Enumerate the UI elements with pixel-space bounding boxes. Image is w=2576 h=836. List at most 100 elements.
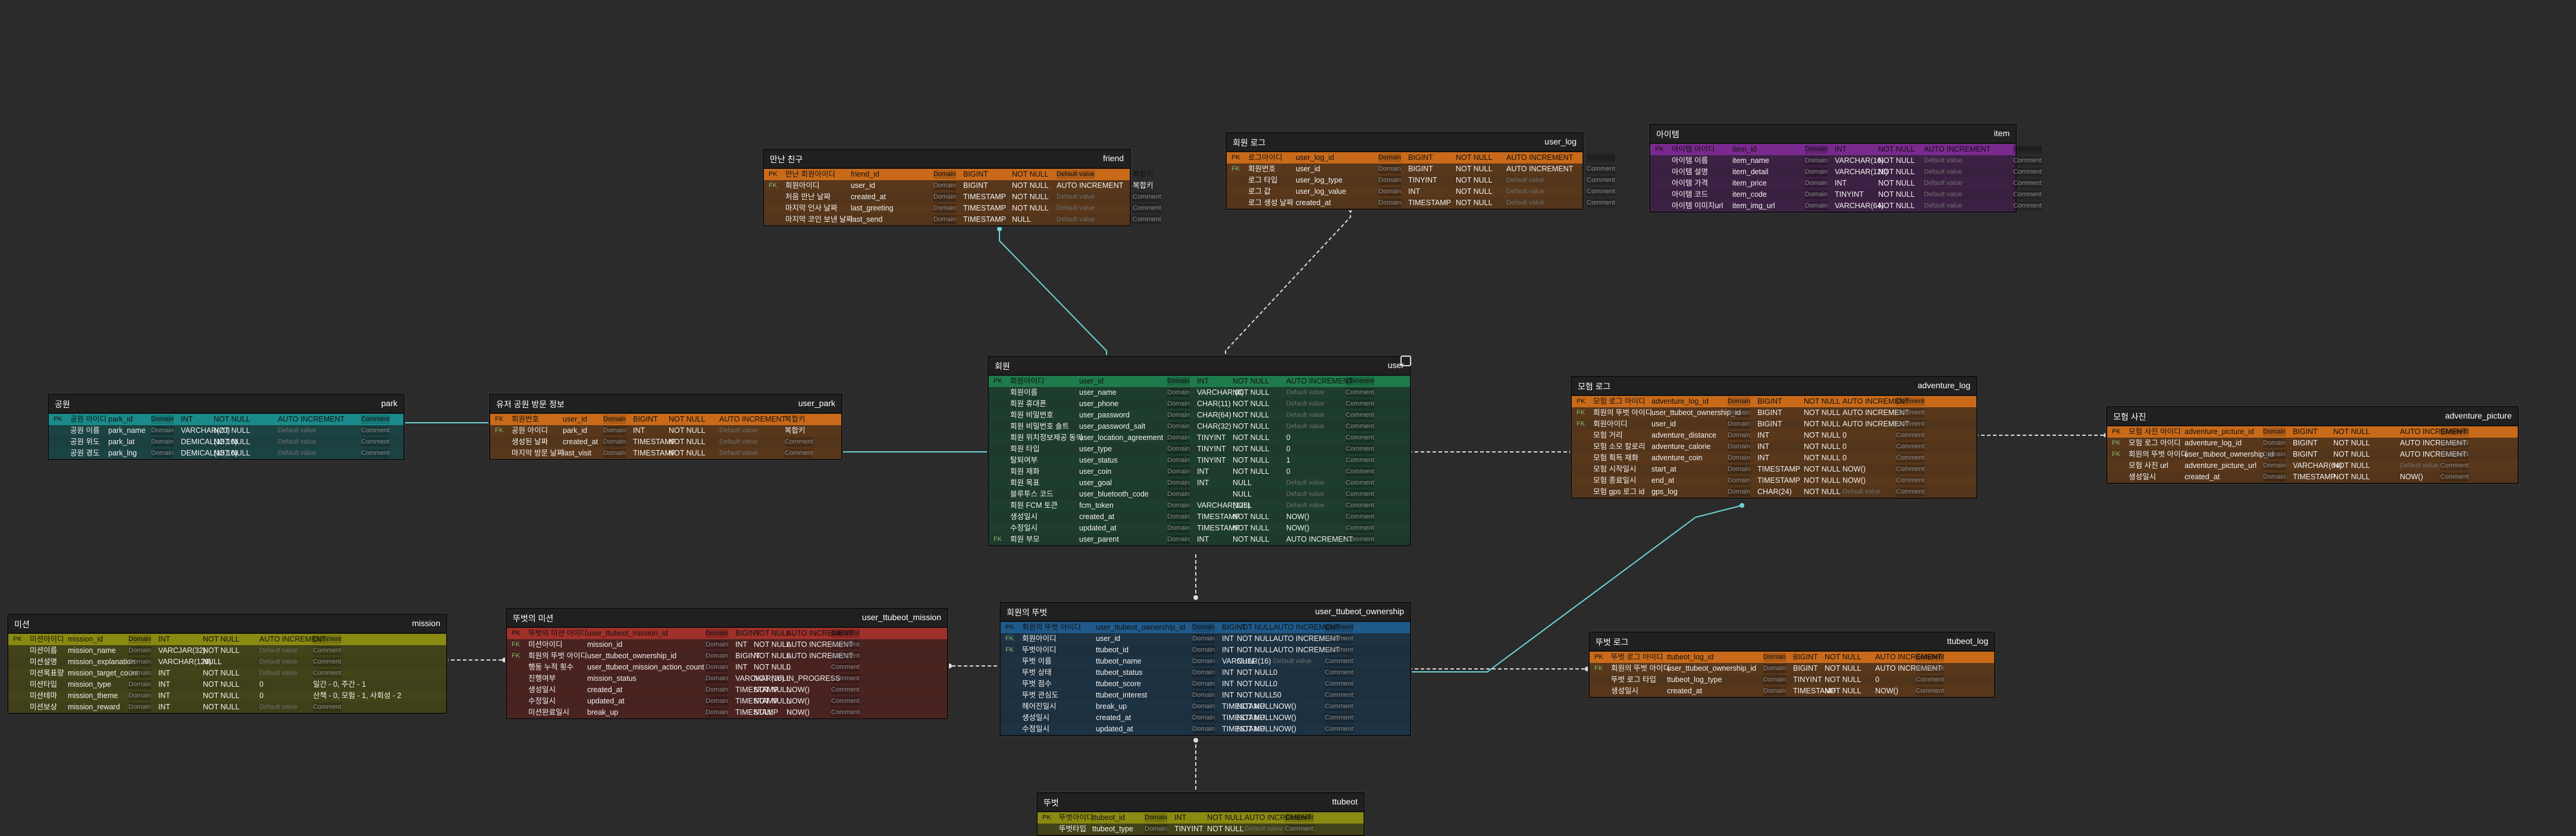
table-row[interactable]: 진행여부mission_statusDomainVARCHAR(16)NOT N… xyxy=(507,673,947,684)
table-row[interactable]: 수정일시updated_atDomainTIMESTAMPNOT NULLNOW… xyxy=(1001,724,1410,735)
table-row-primary[interactable]: PK뚜벗아이디ttubeot_idDomainINTNOT NULLAUTO I… xyxy=(1038,812,1364,824)
table-user_ttubeot_mission[interactable]: 뚜벗의 미션user_ttubeot_missionPK뚜벗의 미션 아이디us… xyxy=(506,608,948,719)
table-row[interactable]: 회원 비밀번호user_passwordDomainCHAR(64)NOT NU… xyxy=(989,410,1410,421)
table-header[interactable]: 아이템item xyxy=(1650,125,2016,144)
table-row-primary[interactable]: PK뚜벗의 미션 아이디user_ttubeot_mission_idDomai… xyxy=(507,628,947,639)
table-row[interactable]: 미션테마mission_themeDomainINTNOT NULL0산책 - … xyxy=(8,690,446,702)
table-row[interactable]: 행동 누적 횟수user_ttubeot_mission_action_coun… xyxy=(507,662,947,673)
table-row[interactable]: 생성일시created_atDomainTIMESTAMPNOT NULLNOW… xyxy=(1001,712,1410,724)
table-header[interactable]: 뚜벗 로그ttubeot_log xyxy=(1590,633,1994,652)
table-row[interactable]: 회원 비밀번호 솔트user_password_saltDomainCHAR(3… xyxy=(989,421,1410,432)
table-row[interactable]: 생성일시created_atDomainTIMESTAMPNOT NULLNOW… xyxy=(989,511,1410,523)
table-row[interactable]: FK회원 부모user_parentDomainINTNOT NULLAUTO … xyxy=(989,534,1410,545)
table-row[interactable]: 수정일시updated_atDomainTIMESTAMPNOT NULLNOW… xyxy=(507,696,947,707)
table-row[interactable]: 로그 생성 날짜created_atDomainTIMESTAMPNOT NUL… xyxy=(1227,197,1615,209)
table-row[interactable]: FK회원아이디user_idDomainBIGINTNOT NULLAUTO I… xyxy=(1572,419,1976,430)
table-row[interactable]: 마지막 코인 보낸 날짜last_sendDomainTIMESTAMPNULL… xyxy=(764,214,1161,225)
table-header[interactable]: 공원park xyxy=(49,395,403,414)
table-row[interactable]: 미션완료일시break_upDomainTIMESTAMPNULLNOW()Co… xyxy=(507,707,947,718)
table-row[interactable]: 모험 획득 재화adventure_coinDomainINTNOT NULL0… xyxy=(1572,452,1976,464)
table-mission[interactable]: 미션missionPK미션아이디mission_idDomainINTNOT N… xyxy=(7,614,447,714)
table-row[interactable]: 탈퇴여부user_statusDomainTINYINTNOT NULL1Com… xyxy=(989,455,1410,466)
table-row[interactable]: 모험 거리adventure_distanceDomainINTNOT NULL… xyxy=(1572,430,1976,441)
table-row[interactable]: 미션목표량mission_target_countDomainINTNOT NU… xyxy=(8,668,446,679)
table-row[interactable]: 미션타입mission_typeDomainINTNOT NULL0일간 - 0… xyxy=(8,679,446,690)
table-row[interactable]: 처음 만난 날짜created_atDomainTIMESTAMPNOT NUL… xyxy=(764,191,1161,203)
table-row[interactable]: FK회원번호user_idDomainBIGINTNOT NULLAUTO IN… xyxy=(1227,164,1615,175)
table-row[interactable]: 회원 목표user_goalDomainINTNULLDefault value… xyxy=(989,477,1410,489)
table-row-primary[interactable]: PK회원의 뚜벗 아이디user_ttubeot_ownership_idDom… xyxy=(1001,622,1410,633)
table-row[interactable]: 뚜벗 관심도ttubeot_interestDomainINTNOT NULL5… xyxy=(1001,690,1410,701)
table-row-primary[interactable]: PK모험 로그 아이디adventure_log_idDomainBIGINTN… xyxy=(1572,396,1976,407)
table-row[interactable]: 회원 타입user_typeDomainTINYINTNOT NULL0Comm… xyxy=(989,444,1410,455)
table-row[interactable]: 뚜벗 상태ttubeot_statusDomainINTNOT NULL0Com… xyxy=(1001,667,1410,678)
table-row[interactable]: 회원이름user_nameDomainVARCHAR (8)NOT NULLDe… xyxy=(989,387,1410,398)
table-row-primary[interactable]: PK미션아이디mission_idDomainINTNOT NULLAUTO I… xyxy=(8,634,446,645)
table-friend[interactable]: 만난 친구friendPK만난 회원아이디friend_idDomainBIGI… xyxy=(763,149,1161,227)
table-row-primary[interactable]: FK회원번호user_idDomainBIGINTNOT NULLAUTO IN… xyxy=(490,414,841,425)
table-row[interactable]: 블루투스 코드user_bluetooth_codeDomainNULLDefa… xyxy=(989,489,1410,500)
table-header[interactable]: 모험 로그adventure_log xyxy=(1572,377,1976,396)
table-park[interactable]: 공원parkPK공원 아이디park_idDomainINTNOT NULLAU… xyxy=(48,394,405,460)
table-row[interactable]: 뚜벗 점수ttubeot_scoreDomainINTNOT NULL0Comm… xyxy=(1001,678,1410,690)
table-row[interactable]: FK미션아이디mission_idDomainINTNOT NULLAUTO I… xyxy=(507,639,947,650)
table-header[interactable]: 회원 로그user_log xyxy=(1227,133,1582,152)
table-user_park[interactable]: 유저 공원 방문 정보user_parkFK회원번호user_idDomainB… xyxy=(489,394,842,460)
table-header[interactable]: 회원의 뚜벗user_ttubeot_ownership xyxy=(1001,603,1410,622)
table-row[interactable]: 아이템 설명item_detailDomainVARCHAR(128)NOT N… xyxy=(1650,166,2042,178)
table-row[interactable]: 수정일시updated_atDomainTIMESTAMPNOT NULLNOW… xyxy=(989,523,1410,534)
table-row[interactable]: 아이템 코드item_codeDomainTINYINTNOT NULLDefa… xyxy=(1650,189,2042,200)
table-row-primary[interactable]: PK로그아이디user_log_idDomainBIGINTNOT NULLAU… xyxy=(1227,152,1615,164)
table-header[interactable]: 뚜벗ttubeot xyxy=(1038,793,1364,812)
table-row[interactable]: 회원 위치정보제공 동의user_location_agreementDomai… xyxy=(989,432,1410,444)
table-row[interactable]: 생성된 날짜created_atDomainTIMESTAMPNOT NULLD… xyxy=(490,436,841,448)
table-row[interactable]: 회원 휴대폰user_phoneDomainCHAR(11)NOT NULLDe… xyxy=(989,398,1410,410)
table-row[interactable]: 뚜벗 이름ttubeot_nameDomainVARCHAR(16)NULLDe… xyxy=(1001,656,1410,667)
table-row[interactable]: 미션보상mission_rewardDomainINTNOT NULLDefau… xyxy=(8,702,446,713)
table-row[interactable]: 마지막 인사 날짜last_greetingDomainTIMESTAMPNOT… xyxy=(764,203,1161,214)
table-row[interactable]: 아이템 가격item_priceDomainINTNOT NULLDefault… xyxy=(1650,178,2042,189)
table-row[interactable]: 생성일시created_atDomainTIMESTAMPNOT NULLNOW… xyxy=(507,684,947,696)
table-row[interactable]: FK회원의 뚜벗 아이디user_ttubeot_ownership_idDom… xyxy=(2107,449,2518,460)
table-row[interactable]: 생성일시created_atDomainTIMESTAMPNOT NULLNOW… xyxy=(2107,472,2518,483)
table-row-primary[interactable]: PK아이템 아이디item_idDomainINTNOT NULLAUTO IN… xyxy=(1650,144,2042,155)
table-row[interactable]: 뚜벗타입ttubeot_typeDomainTINYINTNOT NULLDef… xyxy=(1038,824,1364,835)
table-row-primary[interactable]: PK만난 회원아이디friend_idDomainBIGINTNOT NULLD… xyxy=(764,169,1154,180)
table-row[interactable]: 모험 gps 로그 idgps_logDomainCHAR(24)NOT NUL… xyxy=(1572,486,1976,498)
table-row[interactable]: 미션이름mission_nameDomainVARCJAR(32)NOT NUL… xyxy=(8,645,446,656)
table-adventure_picture[interactable]: 모험 사진adventure_picturePK모험 사진 아이디adventu… xyxy=(2106,406,2519,484)
table-row[interactable]: 회원 재화user_coinDomainINTNOT NULL0Comment xyxy=(989,466,1410,477)
table-header[interactable]: 회원user xyxy=(989,356,1411,376)
table-row[interactable]: 생성일시created_atDomainTIMESTAMPNOT NULLNOW… xyxy=(1590,686,1994,697)
table-row[interactable]: FK모험 로그 아이디adventure_log_idDomainBIGINTN… xyxy=(2107,438,2518,449)
table-header[interactable]: 뚜벗의 미션user_ttubeot_mission xyxy=(507,609,947,628)
table-user_ttubeot_ownership[interactable]: 회원의 뚜벗user_ttubeot_ownershipPK회원의 뚜벗 아이디… xyxy=(999,602,1411,736)
table-row[interactable]: 공원 경도park_lngDomainDEMICAL(18,10)NOT NUL… xyxy=(49,448,403,459)
table-row[interactable]: 아이템 이미지urlitem_img_urlDomainVARCHAR(64)N… xyxy=(1650,200,2042,212)
table-row[interactable]: 아이템 이름item_nameDomainVARCHAR(16)NOT NULL… xyxy=(1650,155,2042,166)
table-header[interactable]: 만난 친구friend xyxy=(764,150,1130,169)
table-user_log[interactable]: 회원 로그user_logPK로그아이디user_log_idDomainBIG… xyxy=(1226,132,1615,210)
table-row-primary[interactable]: PK회원아이디user_idDomainINTNOT NULLAUTO INCR… xyxy=(989,376,1410,387)
table-row[interactable]: FK회원의 뚜벗 아이디user_ttubeot_ownership_idDom… xyxy=(507,650,947,662)
table-row[interactable]: FK회원의 뚜벗 아이디user_ttubeot_ownership_idDom… xyxy=(1572,407,1976,419)
table-ttubeot_log[interactable]: 뚜벗 로그ttubeot_logPK뚜벗 로그 아이디ttubeot_log_i… xyxy=(1588,631,1995,698)
table-row[interactable]: 미션설명mission_explanationDomainVARCHAR(128… xyxy=(8,656,446,668)
table-header[interactable]: 미션mission xyxy=(8,615,446,634)
table-row[interactable]: 회원 FCM 토큰fcm_tokenDomainVARCHAR(128)NULL… xyxy=(989,500,1410,511)
table-row-primary[interactable]: PK공원 아이디park_idDomainINTNOT NULLAUTO INC… xyxy=(49,414,403,425)
table-row[interactable]: 헤어진일시break_upDomainTIMESTAMPNOT NULLNOW(… xyxy=(1001,701,1410,712)
table-row[interactable]: 모험 종료일시end_atDomainTIMESTAMPNOT NULLNOW(… xyxy=(1572,475,1976,486)
table-header[interactable]: 모험 사진adventure_picture xyxy=(2107,407,2518,426)
table-row[interactable]: FK회원아이디user_idDomainINTNOT NULLAUTO INCR… xyxy=(1001,633,1410,645)
table-row[interactable]: FK회원아이디user_idDomainBIGINTNOT NULLAUTO I… xyxy=(764,180,1154,191)
table-row[interactable]: 모험 소모 칼로리adventure_calorieDomainINTNOT N… xyxy=(1572,441,1976,452)
table-user[interactable]: 회원userPK회원아이디user_idDomainINTNOT NULLAUT… xyxy=(988,356,1411,546)
table-adventure_log[interactable]: 모험 로그adventure_logPK모험 로그 아이디adventure_l… xyxy=(1571,376,1978,499)
table-row[interactable]: 로그 값user_log_valueDomainINTNOT NULLDefau… xyxy=(1227,186,1615,197)
table-row[interactable]: 로그 타입user_log_typeDomainTINYINTNOT NULLD… xyxy=(1227,175,1615,186)
table-row[interactable]: FK회원의 뚜벗 아이디user_ttubeot_ownership_idDom… xyxy=(1590,663,1994,674)
table-row[interactable]: 공원 위도park_latDomainDEMICAL(18,10)NOT NUL… xyxy=(49,436,403,448)
table-row[interactable]: 공원 이름park_nameDomainVARCHAR(20)NOT NULLD… xyxy=(49,425,403,436)
table-row[interactable]: 모험 시작일시start_atDomainTIMESTAMPNOT NULLNO… xyxy=(1572,464,1976,475)
